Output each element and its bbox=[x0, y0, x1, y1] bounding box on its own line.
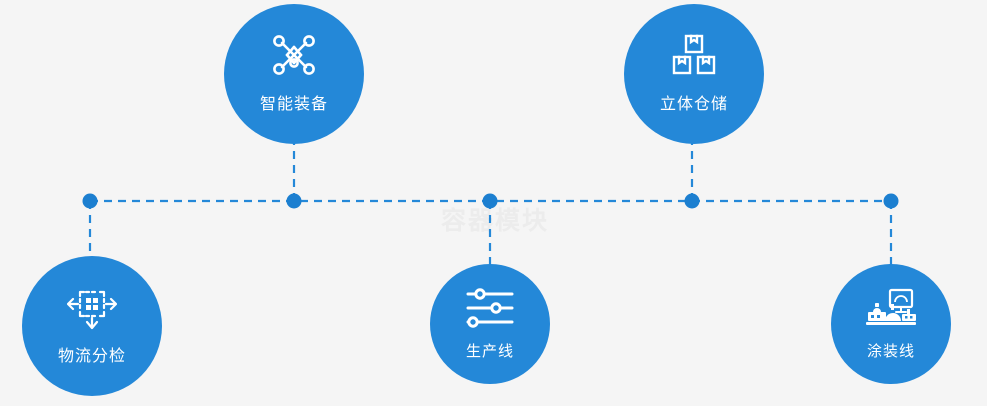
node-production-line[interactable]: 生产线 bbox=[430, 264, 550, 384]
node-dot-logistics-sorting bbox=[82, 193, 98, 209]
network-nodes-icon bbox=[271, 34, 317, 76]
node-dot-painting-line bbox=[883, 193, 899, 209]
node-logistics-sorting[interactable]: 物流分检 bbox=[22, 256, 162, 396]
stacked-boxes-icon bbox=[670, 34, 718, 76]
node-label-stereo-warehouse: 立体仓储 bbox=[659, 96, 728, 113]
sorting-arrows-icon bbox=[66, 286, 118, 330]
node-label-painting-line: 涂装线 bbox=[866, 342, 915, 360]
node-label-logistics-sorting: 物流分检 bbox=[57, 348, 126, 365]
node-smart-equipment[interactable]: 智能装备 bbox=[224, 4, 364, 144]
node-dot-stereo-warehouse bbox=[684, 193, 700, 209]
sliders-icon bbox=[465, 287, 515, 328]
node-label-smart-equipment: 智能装备 bbox=[259, 96, 328, 113]
node-painting-line[interactable]: 涂装线 bbox=[831, 264, 951, 384]
node-stereo-warehouse[interactable]: 立体仓储 bbox=[624, 4, 764, 144]
node-dot-production-line bbox=[482, 193, 498, 209]
factory-machine-icon bbox=[864, 288, 918, 328]
node-dot-smart-equipment bbox=[286, 193, 302, 209]
node-label-production-line: 生产线 bbox=[465, 342, 514, 360]
